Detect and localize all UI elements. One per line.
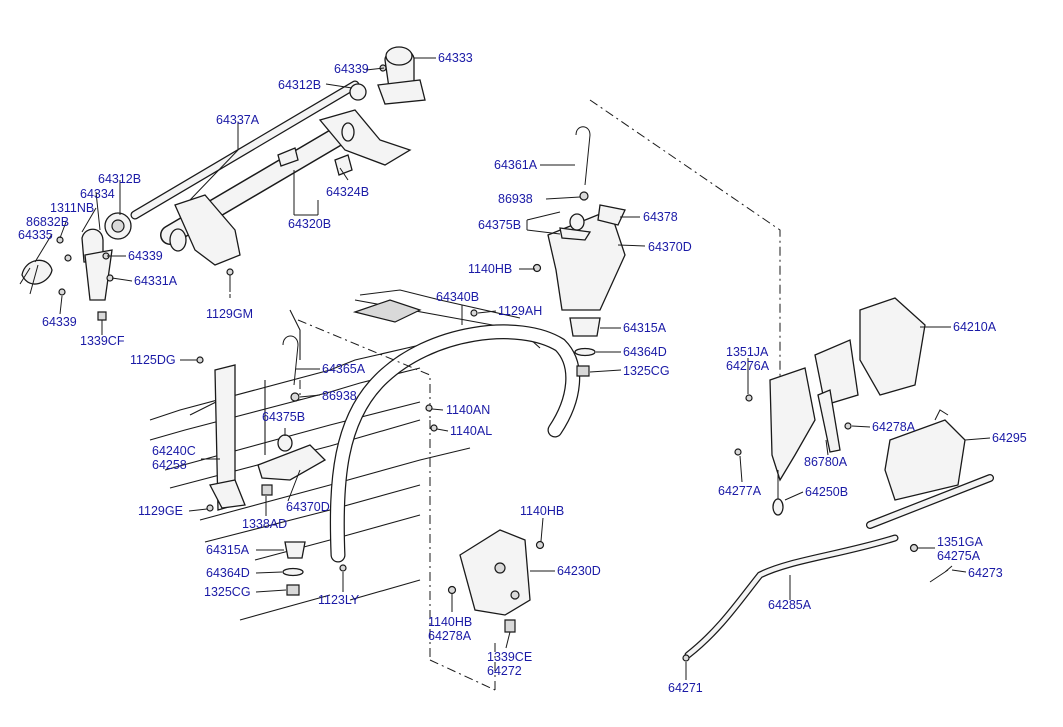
label-64333[interactable]: 64333	[438, 51, 473, 65]
center-lower-bracket	[447, 529, 545, 633]
label-64273[interactable]: 64273	[968, 566, 1003, 580]
label-64339-mid[interactable]: 64339	[128, 249, 163, 263]
label-86938-top[interactable]: 86938	[498, 192, 533, 206]
label-1125dg[interactable]: 1125DG	[130, 353, 176, 367]
label-64335[interactable]: 64335	[18, 228, 53, 242]
label-64312b-left[interactable]: 64312B	[98, 172, 141, 186]
label-1311nb[interactable]: 1311NB	[50, 201, 94, 215]
label-64364d-top[interactable]: 64364D	[623, 345, 667, 359]
cross-shaft-assembly	[19, 46, 426, 321]
label-64331a[interactable]: 64331A	[134, 274, 178, 288]
label-64271[interactable]: 64271	[668, 681, 703, 695]
label-64277a[interactable]: 64277A	[718, 484, 762, 498]
label-64285a[interactable]: 64285A	[768, 598, 812, 612]
label-64272[interactable]: 64272	[487, 664, 522, 678]
label-1123ly[interactable]: 1123LY	[318, 593, 360, 607]
label-1129ah[interactable]: 1129AH	[498, 304, 542, 318]
label-64312b-top[interactable]: 64312B	[278, 78, 321, 92]
label-64365a[interactable]: 64365A	[322, 362, 366, 376]
label-64378[interactable]: 64378	[643, 210, 678, 224]
lever-assembly	[682, 297, 994, 662]
label-1140hb-low[interactable]: 1140HB	[428, 615, 472, 629]
label-64334[interactable]: 64334	[80, 187, 115, 201]
label-64324b[interactable]: 64324B	[326, 185, 369, 199]
label-64275a[interactable]: 64275A	[937, 549, 981, 563]
label-1129gm[interactable]: 1129GM	[206, 307, 253, 321]
label-64230d[interactable]: 64230D	[557, 564, 601, 578]
label-64375b-top[interactable]: 64375B	[478, 218, 521, 232]
label-64340b[interactable]: 64340B	[436, 290, 479, 304]
label-64361a[interactable]: 64361A	[494, 158, 538, 172]
label-64295[interactable]: 64295	[992, 431, 1027, 445]
label-64337a[interactable]: 64337A	[216, 113, 260, 127]
label-64278a-low[interactable]: 64278A	[428, 629, 472, 643]
label-1140hb-top[interactable]: 1140HB	[468, 262, 512, 276]
label-64278a-right[interactable]: 64278A	[872, 420, 916, 434]
part-labels: 64333 64339 64312B 64337A 64312B 64334 1…	[18, 51, 1027, 695]
label-86938-low[interactable]: 86938	[322, 389, 357, 403]
label-64370d-low[interactable]: 64370D	[286, 500, 330, 514]
leader-lines	[34, 57, 991, 680]
label-64339-top[interactable]: 64339	[334, 62, 369, 76]
label-64339-low[interactable]: 64339	[42, 315, 77, 329]
label-64276a[interactable]: 64276A	[726, 359, 770, 373]
label-1338ad[interactable]: 1338AD	[242, 517, 287, 531]
label-64250b[interactable]: 64250B	[805, 485, 848, 499]
label-1140al[interactable]: 1140AL	[450, 424, 492, 438]
label-64320b[interactable]: 64320B	[288, 217, 331, 231]
label-86780a[interactable]: 86780A	[804, 455, 848, 469]
label-1351ga[interactable]: 1351GA	[937, 535, 984, 549]
label-64258[interactable]: 64258	[152, 458, 187, 472]
label-64315a-low[interactable]: 64315A	[206, 543, 250, 557]
label-64370d-top[interactable]: 64370D	[648, 240, 692, 254]
chassis-frame	[149, 289, 541, 621]
label-1339cf[interactable]: 1339CF	[80, 334, 125, 348]
label-1325cg-top[interactable]: 1325CG	[623, 364, 670, 378]
left-lower-mount	[196, 335, 438, 596]
label-64364d-low[interactable]: 64364D	[206, 566, 250, 580]
label-64240c[interactable]: 64240C	[152, 444, 196, 458]
hoop-tube	[329, 324, 581, 563]
label-1351ja[interactable]: 1351JA	[726, 345, 769, 359]
label-64315a-top[interactable]: 64315A	[623, 321, 667, 335]
label-1140hb-mid[interactable]: 1140HB	[520, 504, 564, 518]
label-86832b[interactable]: 86832B	[26, 215, 69, 229]
center-mount-upper	[470, 126, 626, 377]
label-1325cg-low[interactable]: 1325CG	[204, 585, 251, 599]
label-1140an[interactable]: 1140AN	[446, 403, 490, 417]
label-1129ge[interactable]: 1129GE	[138, 504, 183, 518]
label-1339ce[interactable]: 1339CE	[487, 650, 532, 664]
label-64375b-low[interactable]: 64375B	[262, 410, 305, 424]
label-64210a[interactable]: 64210A	[953, 320, 997, 334]
